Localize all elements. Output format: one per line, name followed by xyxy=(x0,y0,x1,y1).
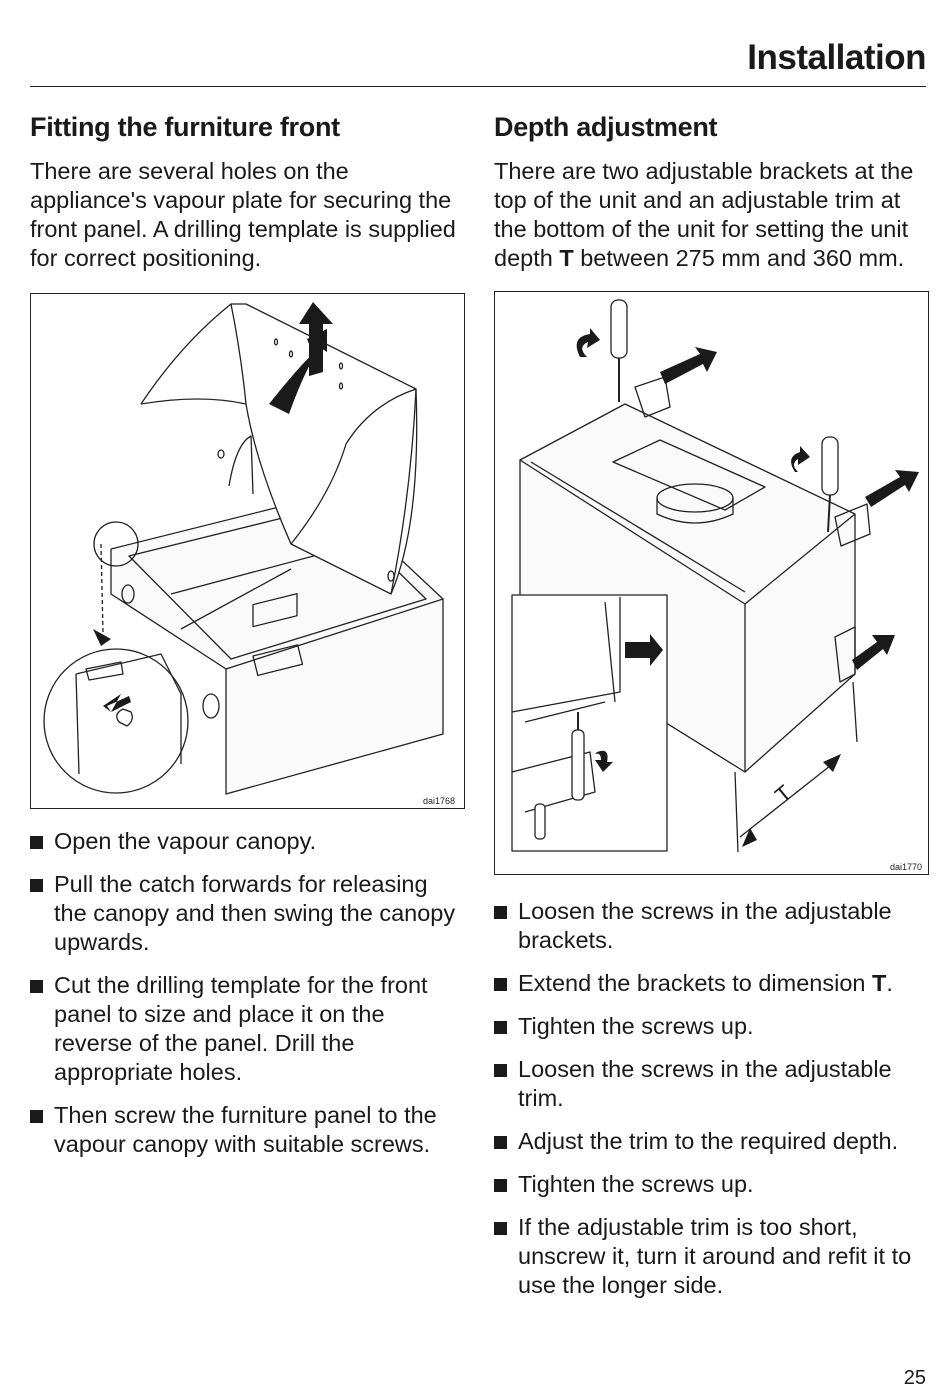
bullet-icon xyxy=(30,836,43,849)
list-item: Then screw the furniture panel to the va… xyxy=(30,1101,460,1159)
header-divider xyxy=(30,86,926,87)
section-heading: Fitting the furniture front xyxy=(30,112,340,142)
section-fitting-front: Fitting the furniture front There are se… xyxy=(30,112,465,1173)
figure-code: dai1770 xyxy=(890,862,922,872)
bullet-icon xyxy=(30,879,43,892)
section-intro: There are two adjustable brackets at the… xyxy=(494,158,914,271)
list-item: Pull the catch forwards for releasing th… xyxy=(30,870,460,957)
list-item: Adjust the trim to the required depth. xyxy=(494,1127,934,1156)
list-item: If the adjustable trim is too short, uns… xyxy=(494,1213,934,1300)
list-item: Extend the brackets to dimension T. xyxy=(494,969,934,998)
bullet-icon xyxy=(494,1064,507,1077)
bullet-icon xyxy=(494,1222,507,1235)
bullet-icon xyxy=(494,1136,507,1149)
depth-drawing: T dai1770 xyxy=(511,299,922,872)
list-item: Tighten the screws up. xyxy=(494,1170,934,1199)
dimension-label: T xyxy=(770,780,796,808)
section-intro: There are several holes on the appliance… xyxy=(30,158,456,271)
bullet-icon xyxy=(494,1179,507,1192)
canopy-illustration: dai1768 xyxy=(30,293,465,809)
list-item: Loosen the screws in the adjustable trim… xyxy=(494,1055,934,1113)
depth-illustration: T dai1770 xyxy=(494,291,929,875)
section-depth-adjustment: Depth adjustment There are two adjustabl… xyxy=(494,112,934,1314)
list-item: Loosen the screws in the adjustable brac… xyxy=(494,897,934,955)
section-heading: Depth adjustment xyxy=(494,112,718,142)
bullet-icon xyxy=(30,980,43,993)
bullet-icon xyxy=(494,1021,507,1034)
page-number: 25 xyxy=(903,1367,926,1389)
bullet-icon xyxy=(494,906,507,919)
list-item: Tighten the screws up. xyxy=(494,1012,934,1041)
page-title: Installation xyxy=(747,38,926,77)
steps-list-left: Open the vapour canopy. Pull the catch f… xyxy=(30,827,460,1159)
list-item: Cut the drilling template for the front … xyxy=(30,971,460,1087)
bullet-icon xyxy=(30,1110,43,1123)
list-item: Open the vapour canopy. xyxy=(30,827,460,856)
canopy-drawing: dai1768 xyxy=(43,302,455,806)
figure-code: dai1768 xyxy=(423,796,455,806)
steps-list-right: Loosen the screws in the adjustable brac… xyxy=(494,897,934,1300)
bullet-icon xyxy=(494,978,507,991)
